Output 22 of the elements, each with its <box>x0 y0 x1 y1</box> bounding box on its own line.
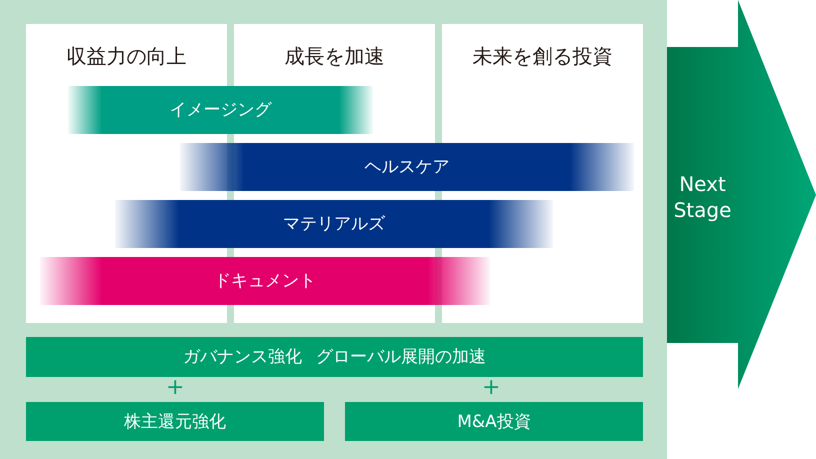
segment-label: ヘルスケア <box>364 156 450 178</box>
next-stage-arrow <box>667 0 816 389</box>
segment-bar <box>180 143 634 191</box>
column-heading: 未来を創る投資 <box>472 44 612 68</box>
segment-label: イメージング <box>170 99 272 121</box>
column-heading: 成長を加速 <box>284 44 384 68</box>
segment-bar <box>115 200 553 248</box>
column-heading: 収益力の向上 <box>66 44 186 68</box>
segment-bar <box>68 86 373 134</box>
strategy-bar <box>26 402 324 441</box>
arrow-label: Next Stage <box>672 171 732 223</box>
strategy-label: M&A投資 <box>457 410 531 432</box>
strategy-label: ガバナンス強化 <box>183 346 302 368</box>
strategy-label: グローバル展開の加速 <box>316 346 486 368</box>
strategy-bar <box>345 402 643 441</box>
segment-bar <box>40 257 490 305</box>
plus-sign: + <box>166 377 184 399</box>
plus-sign: + <box>482 377 500 399</box>
strategy-label: 株主還元強化 <box>124 410 226 432</box>
segment-label: マテリアルズ <box>283 213 385 235</box>
strategy-bar <box>26 337 643 377</box>
segment-label: ドキュメント <box>214 270 316 292</box>
